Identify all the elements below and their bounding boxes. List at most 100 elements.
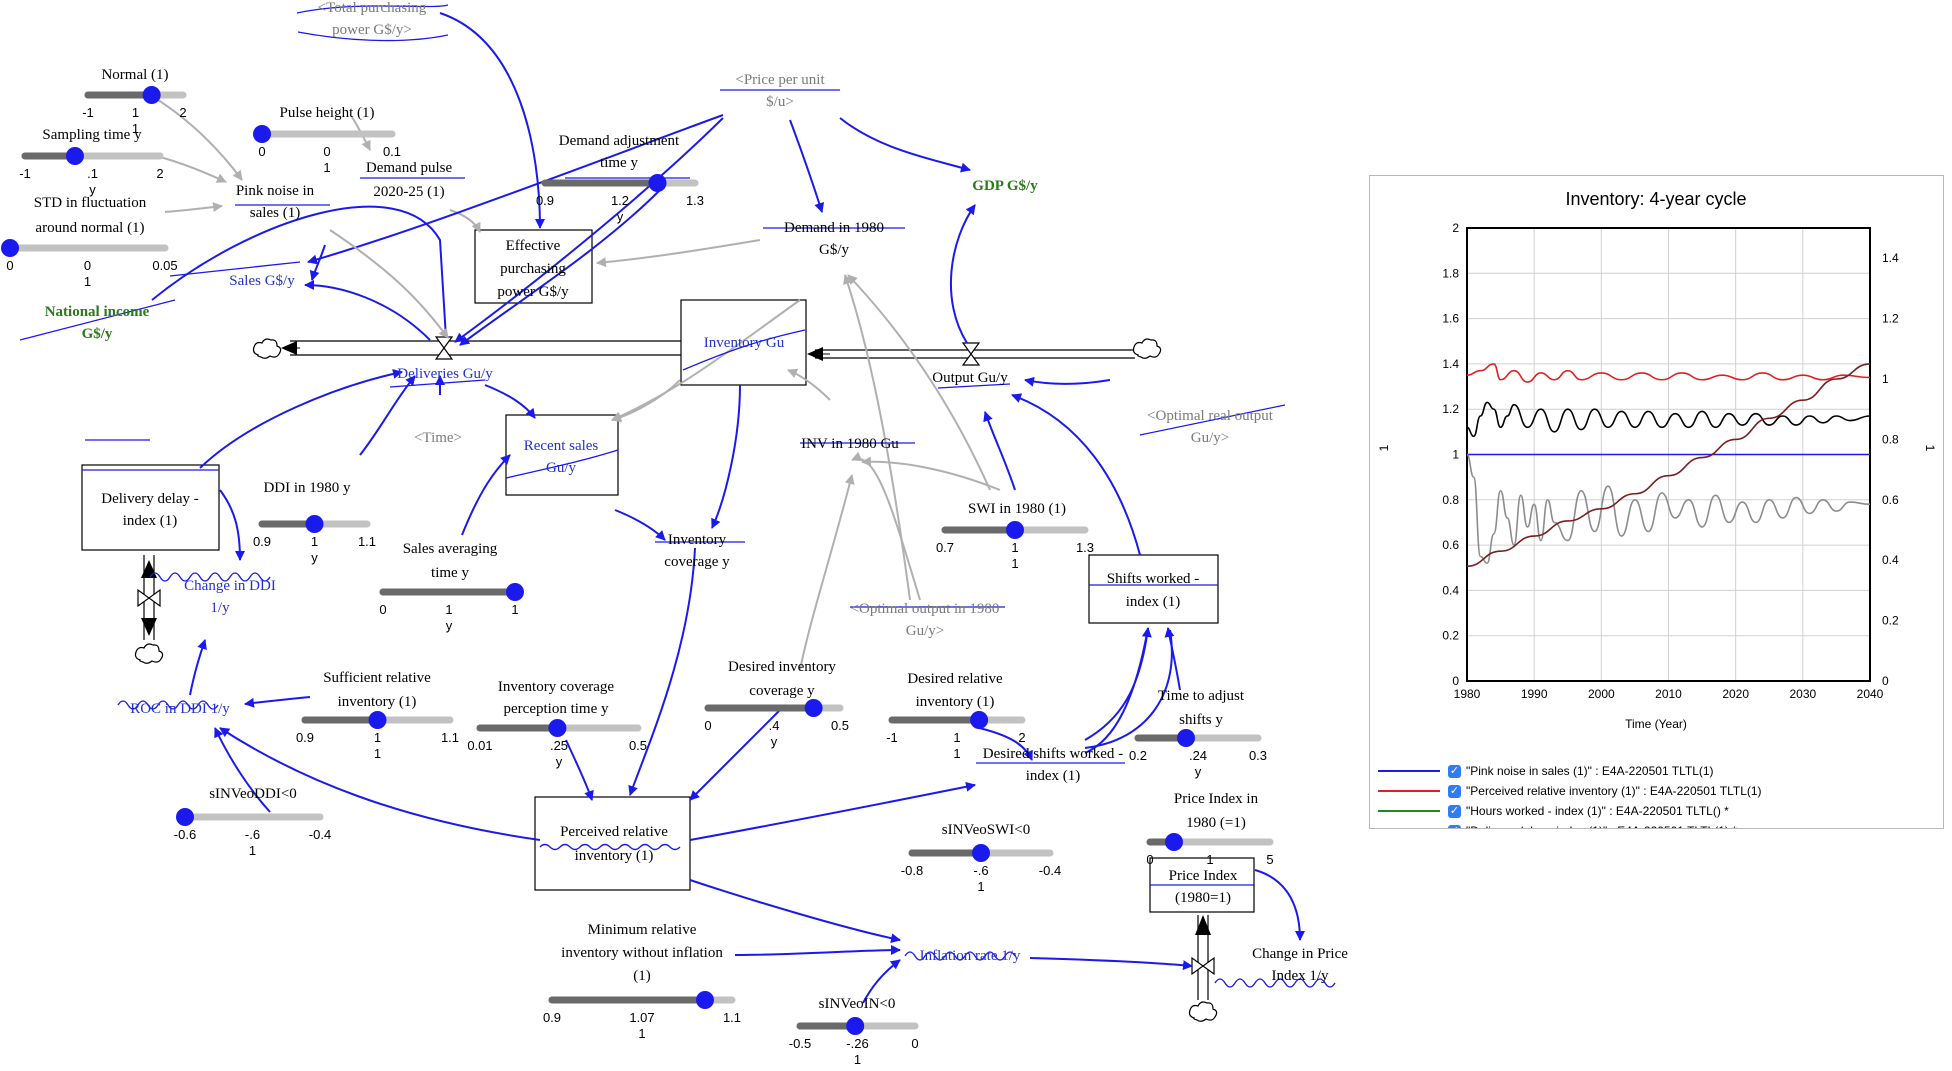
effective-purchasing-power-box[interactable] (474, 229, 593, 304)
sinveoddi-slider[interactable]: -0.6-.6-0.41 (174, 808, 331, 858)
normal-label[interactable]: Normal (1) (101, 67, 168, 83)
slider-knob[interactable] (1177, 729, 1195, 747)
sinveoddi-label[interactable]: sINVeoDDI<0 (209, 786, 297, 802)
series-line-2 (1466, 453, 1871, 565)
legend-item[interactable]: ✓"Perceived relative inventory (1)" : E4… (1378, 781, 1938, 801)
inflation-rate-label[interactable]: Inflation rate 1/y (920, 948, 1021, 964)
ddi-1980-label[interactable]: DDI in 1980 y (263, 480, 351, 496)
checkbox-icon[interactable]: ✓ (1448, 824, 1461, 828)
slider-knob[interactable] (970, 711, 989, 729)
slider-knob[interactable] (548, 719, 567, 737)
valve-icon[interactable] (137, 588, 161, 608)
price-index-label[interactable]: Price Index(1980=1) (1169, 868, 1238, 906)
valve-icon[interactable] (1191, 956, 1215, 976)
slider-knob[interactable] (253, 125, 271, 143)
roc-in-ddi-label[interactable]: ROC in DDI 1/y (130, 701, 230, 717)
slider-knob[interactable] (1006, 521, 1024, 539)
checkbox-icon[interactable]: ✓ (1448, 764, 1461, 778)
slider-knob[interactable] (1165, 833, 1183, 851)
legend-item[interactable]: ✓"Delivery delay - index (1)" : E4A-2205… (1378, 821, 1938, 828)
sampling-time-label[interactable]: Sampling time y (42, 127, 142, 143)
sinveoin-label[interactable]: sINVeoIN<0 (819, 996, 896, 1012)
slider-knob[interactable] (368, 711, 387, 729)
slider-knob[interactable] (305, 515, 324, 533)
slider-knob[interactable] (65, 147, 84, 165)
gdp-label[interactable]: GDP G$/y (972, 178, 1038, 194)
slider-knob[interactable] (1, 239, 19, 257)
slider-knob[interactable] (846, 1017, 865, 1035)
checkbox-icon[interactable]: ✓ (1448, 784, 1461, 798)
deliveries-label[interactable]: Deliveries Gu/y (397, 366, 493, 382)
legend-item[interactable]: ✓"Hours worked - index (1)" : E4A-220501… (1378, 801, 1938, 821)
legend-item[interactable]: ✓"Pink noise in sales (1)" : E4A-220501 … (1378, 761, 1938, 781)
x-tick-label: 2000 (1588, 687, 1615, 701)
slider-knob[interactable] (804, 699, 823, 717)
delivery-delay-stock[interactable] (81, 464, 220, 551)
slider-max: 0.1 (383, 144, 401, 159)
sinveoswi-label[interactable]: sINVeoSWI<0 (942, 822, 1030, 838)
pulse-height-label[interactable]: Pulse height (1) (280, 105, 375, 121)
delivery-delay-label[interactable]: Delivery delay -index (1) (101, 491, 198, 529)
sales-label[interactable]: Sales G$/y (229, 273, 295, 289)
inv-1980-label[interactable]: INV in 1980 Gu (801, 436, 899, 452)
slider-knob[interactable] (696, 991, 714, 1009)
swi-1980-label[interactable]: SWI in 1980 (1) (968, 501, 1066, 517)
shifts-worked-label[interactable]: Shifts worked -index (1) (1107, 571, 1200, 610)
time-label[interactable]: <Time> (414, 430, 462, 446)
perceived-relative-inventory-stock[interactable] (534, 796, 691, 891)
slider-knob[interactable] (142, 86, 161, 104)
inventory-label[interactable]: Inventory Gu (704, 335, 785, 351)
price-per-unit-label[interactable]: <Price per unit$/u> (735, 72, 825, 110)
shifts-worked-stock[interactable] (1088, 554, 1219, 624)
slider-knob[interactable] (176, 808, 194, 826)
slider-knob[interactable] (972, 844, 990, 862)
checkbox-icon[interactable]: ✓ (1448, 804, 1461, 818)
slider-knob[interactable] (506, 583, 524, 601)
output-label[interactable]: Output Gu/y (932, 370, 1008, 386)
sinveoswi-slider[interactable]: -0.8-.6-0.41 (901, 844, 1061, 894)
slider-knob[interactable] (648, 174, 667, 192)
valve-icon[interactable] (961, 342, 981, 366)
desired-shifts-worked-label[interactable]: Desired shifts worked -index (1) (983, 746, 1123, 784)
valve-icon[interactable] (434, 336, 454, 360)
